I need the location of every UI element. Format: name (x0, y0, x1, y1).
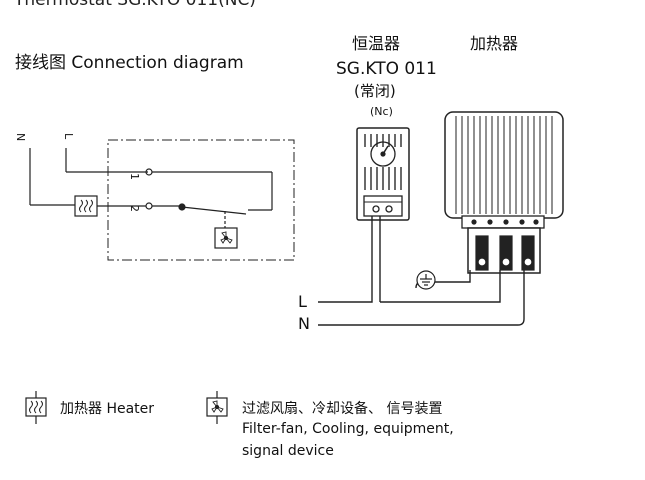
thermostat-device (356, 127, 410, 221)
thermostat-grille-top (364, 134, 402, 147)
section-title: 接线图 Connection diagram (15, 53, 244, 73)
thermostat-enclosure-outline (107, 139, 295, 261)
thermostat-title-cn: 恒温器 (352, 34, 401, 53)
legend-heater-icon (25, 391, 47, 424)
heater-terminal-middle (501, 257, 511, 267)
terminal-2 (145, 202, 153, 210)
heater-title-cn: 加热器 (470, 34, 519, 53)
fan-symbol-icon (214, 227, 238, 249)
legend-fan-label-en-1: Filter-fan, Cooling, equipment, (242, 421, 454, 437)
legend-fan-label-cn: 过滤风扇、冷却设备、 信号装置 (242, 401, 443, 417)
heater-fins (455, 116, 553, 214)
thermostat-type-en: (Nc) (370, 105, 393, 118)
legend (25, 391, 228, 424)
switch-blade (181, 206, 247, 215)
legend-heater-label: 加热器 Heater (60, 401, 155, 417)
legend-fan-label-en-2: signal device (242, 443, 334, 459)
thermostat-terminal-block (363, 195, 403, 217)
thermostat-terminal-right (385, 205, 393, 213)
thermostat-dial[interactable] (370, 141, 396, 167)
thermostat-to-heater-wire (380, 270, 501, 303)
heater-terminal-left (477, 257, 487, 267)
mains-n-wire (318, 270, 525, 326)
heater-terminal-right (523, 257, 533, 267)
legend-fan-icon (206, 391, 228, 424)
schematic (29, 139, 295, 261)
top-title: Thermostat SG.KTO 011(NC) (14, 0, 256, 10)
earth-icon (416, 270, 436, 290)
thermostat-terminal-left (372, 205, 380, 213)
heater-device (444, 111, 564, 274)
mains-n-label: N (298, 314, 310, 333)
thermostat-model: SG.KTO 011 (336, 59, 437, 79)
mains-l-wire (318, 216, 373, 303)
heater-symbol-icon (74, 195, 98, 217)
thermostat-grille-bottom (364, 167, 402, 190)
mains-l-label: L (298, 292, 307, 311)
thermostat-type-cn: (常闭) (354, 82, 396, 100)
